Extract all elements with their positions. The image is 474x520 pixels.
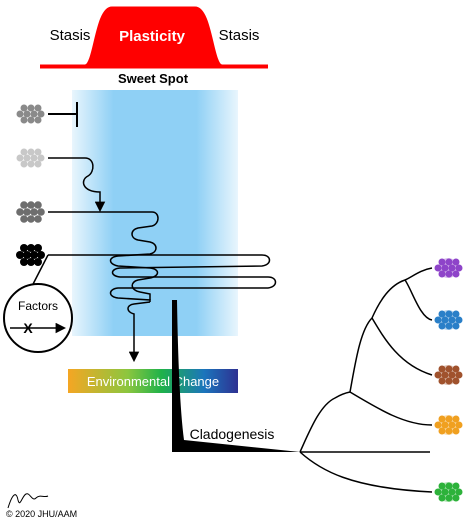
stasis-right-label: Stasis <box>219 27 260 44</box>
stasis-left-label: Stasis <box>50 27 91 44</box>
plasticity-label: Plasticity <box>119 28 186 45</box>
phylogenetic-tree <box>299 267 433 493</box>
cell-cluster-icon <box>434 415 463 435</box>
copyright-label: © 2020 JHU/AAM <box>6 509 77 519</box>
factors-label: Factors <box>18 299 58 313</box>
cell-cluster-icon <box>16 244 45 266</box>
cell-cluster-icon <box>434 482 463 502</box>
plasticity-curve <box>40 6 268 69</box>
cladogenesis-label: Cladogenesis <box>190 426 275 442</box>
inhibit-bar-icon <box>48 102 78 127</box>
sweet-spot-label: Sweet Spot <box>118 71 189 86</box>
cell-cluster-icon <box>16 148 45 168</box>
environmental-change-label: Environmental Change <box>87 374 219 389</box>
cell-cluster-icon <box>434 310 463 330</box>
factor-x-icon <box>3 283 73 353</box>
arrow-icon <box>48 157 106 213</box>
cell-cluster-icon <box>434 258 463 278</box>
lineage-wiggle-a <box>48 211 159 300</box>
cell-cluster-icon <box>16 104 45 124</box>
artist-signature <box>7 493 49 509</box>
arrow-icon <box>127 301 151 363</box>
environmental-change-bar <box>68 369 238 393</box>
lineage-wiggle-b <box>48 254 277 302</box>
cell-cluster-icon <box>434 365 463 385</box>
cell-cluster-icon <box>16 201 45 223</box>
